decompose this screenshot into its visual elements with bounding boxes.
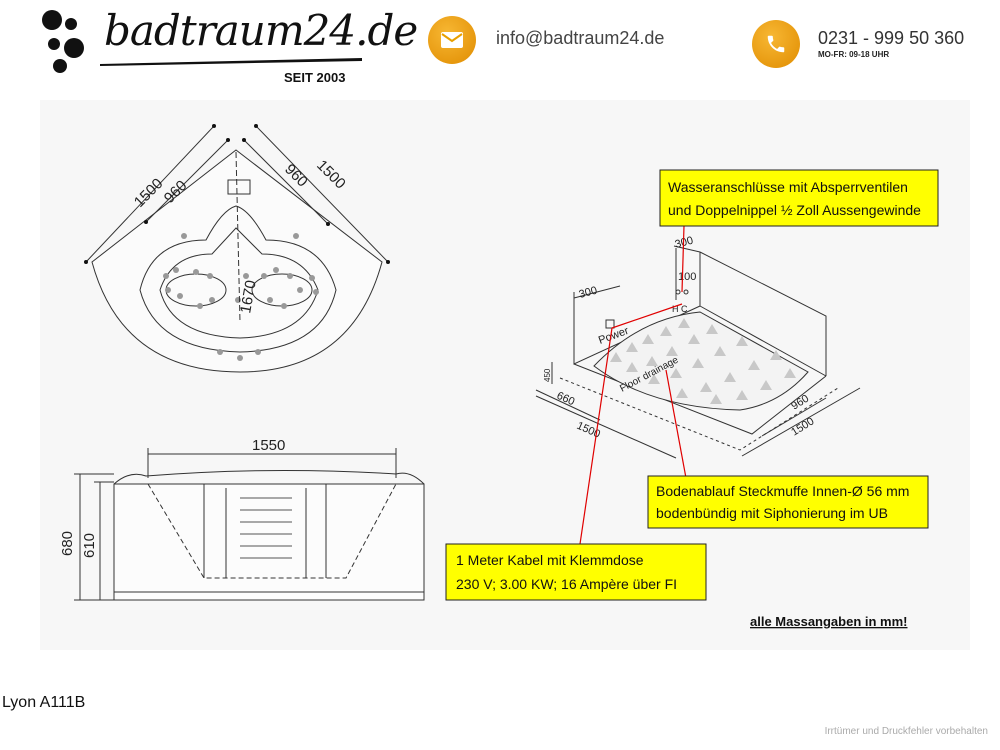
callout-drain-line2: bodenbündig mit Siphonierung im UB	[656, 505, 888, 521]
dim-height-inner: 610	[81, 533, 98, 558]
phone-contact[interactable]: 0231 - 999 50 360 MO-FR: 09-18 UHR	[752, 20, 964, 68]
callout-cable-line1: 1 Meter Kabel mit Klemmdose	[456, 552, 644, 568]
callout-water-line1: Wasseranschlüsse mit Absperrventilen	[668, 179, 908, 195]
brand-logo[interactable]: badtraum24.de SEIT 2003	[40, 6, 418, 85]
top-view	[84, 124, 390, 373]
brand-underline	[100, 58, 362, 66]
iso-dim-450: 450	[543, 368, 552, 382]
iso-hc-label: H C	[672, 304, 688, 314]
dimension-note: alle Massangaben in mm!	[750, 614, 908, 629]
iso-dim-100: 100	[678, 271, 696, 283]
email-address[interactable]: info@badtraum24.de	[496, 28, 665, 48]
brand-name: badtraum24.de	[104, 6, 418, 55]
dim-height-total: 680	[59, 531, 76, 556]
dim-length: 1550	[252, 437, 285, 454]
email-contact[interactable]: info@badtraum24.de	[428, 16, 664, 64]
callout-drain-line1: Bodenablauf Steckmuffe Innen-Ø 56 mm	[656, 483, 909, 499]
logo-dots-icon	[42, 10, 84, 73]
page-header: badtraum24.de SEIT 2003 info@badtraum24.…	[0, 0, 1000, 90]
dim-diagonal: 1670	[237, 279, 260, 315]
iso-dim-300-left: 300	[578, 285, 599, 301]
brand-since: SEIT 2003	[284, 70, 346, 85]
iso-view	[535, 245, 861, 459]
callout-cable-line2: 230 V; 3.00 KW; 16 Ampère über FI	[456, 576, 677, 592]
mail-icon	[428, 16, 476, 64]
front-view	[74, 448, 425, 601]
phone-number[interactable]: 0231 - 999 50 360	[818, 28, 965, 48]
phone-icon	[752, 20, 800, 68]
product-name: Lyon A111B	[2, 694, 86, 711]
technical-drawing: 1500 960 960 1500 1670 1550 680 610	[40, 100, 970, 650]
opening-hours: MO-FR: 09-18 UHR	[818, 50, 890, 59]
disclaimer: Irrtümer und Druckfehler vorbehalten	[824, 726, 988, 737]
callout-water-line2: und Doppelnippel ½ Zoll Aussengewinde	[668, 202, 921, 218]
